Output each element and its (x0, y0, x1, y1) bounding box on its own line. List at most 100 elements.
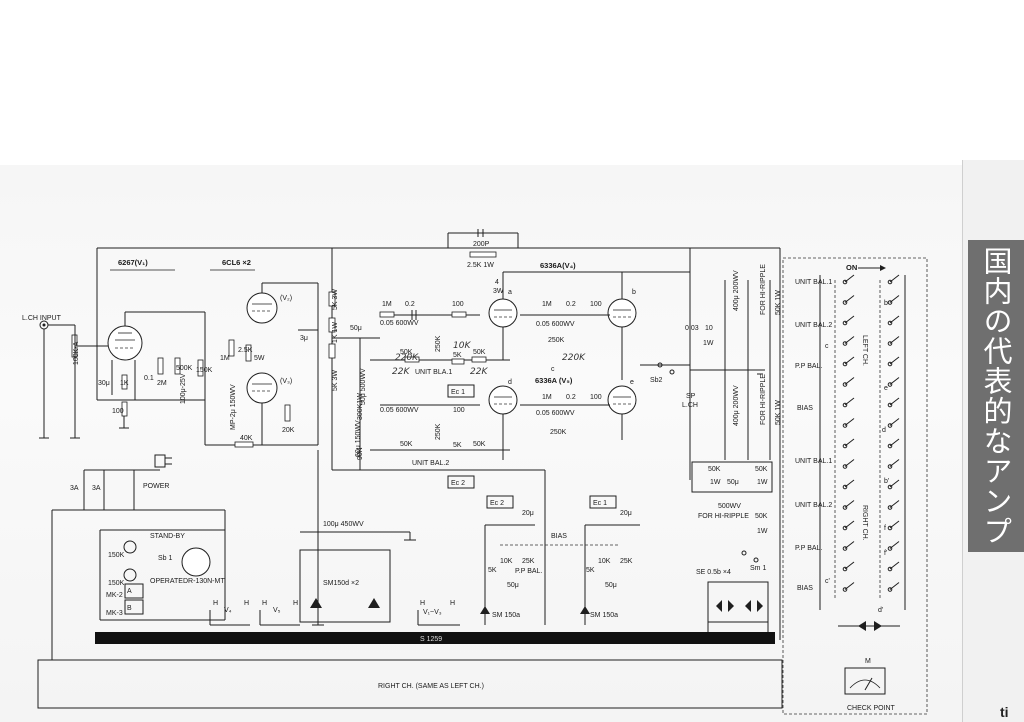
switch-blade (844, 541, 855, 549)
cp-c2-label: c' (825, 578, 830, 585)
switch-contact (842, 484, 848, 490)
switch-blade (889, 356, 900, 365)
tube-v2 (246, 292, 278, 324)
switch-contact (887, 464, 893, 469)
r25k-b-label: 25K (620, 558, 633, 565)
r1w-d-label: 1W (757, 479, 768, 486)
cp-b-label: b (884, 300, 888, 307)
h1-label: H (213, 600, 218, 607)
switch-blade (844, 479, 855, 488)
switch-contact (887, 525, 893, 531)
ground-rail: S 1259 (95, 632, 775, 644)
operate-label: OPERATE (150, 578, 183, 585)
h5-label: H (420, 600, 425, 607)
unit-bal2-label: UNIT BAL.2 (795, 322, 832, 329)
switch-contact (887, 320, 893, 326)
sm150dx2-label: SM150d ×2 (323, 580, 359, 587)
hw-22k-a: 22K (392, 367, 410, 377)
switch-blade (844, 520, 855, 529)
c005d-label: 0.05 600WV (380, 407, 419, 414)
switch-blade (844, 315, 855, 324)
sm150a-a-label: SM 150a (492, 612, 520, 619)
node-e-label: e (630, 379, 634, 386)
r150k-label: 150K (196, 367, 213, 374)
switch-contact (842, 505, 848, 510)
r1m-b-label: 1M (382, 301, 392, 308)
switch-blade (844, 582, 855, 590)
right-ch-label: RIGHT CH. (SAME AS LEFT CH.) (378, 683, 484, 690)
bias-r-label: BIAS (797, 405, 813, 412)
tube-v3 (246, 372, 278, 404)
on-label: ON (846, 263, 857, 272)
switch-contact (842, 587, 848, 592)
switch-blade (844, 377, 855, 385)
bias-label: BIAS (551, 533, 567, 540)
v3-label: (V₃) (280, 378, 292, 385)
r5k3w-label: 5K 3W (332, 289, 339, 310)
switch-blade (889, 500, 900, 508)
node-d-label: d (508, 379, 512, 386)
r50k-a-label: 50K (400, 349, 413, 356)
switch-blade (889, 438, 900, 447)
switch-contact (887, 587, 893, 592)
h2-label: H (244, 600, 249, 607)
grid-network-upper: 1M 0.2 0.05 600WV 100 50K 250K 5K 50K UN… (370, 301, 510, 398)
output-tubes-upper: 6336A(V₄) 4 3W a b 1M 0.2 0.05 600WV 250… (488, 261, 690, 380)
switch-contact (842, 341, 848, 346)
mk3-label: MK-3 (106, 610, 123, 617)
cp-c-label: c (825, 343, 829, 350)
c500u-label: 500WV (718, 503, 741, 510)
node-c-label: c (551, 366, 555, 373)
cp-b2-label: b' (884, 478, 889, 485)
r100c-label: 100 (590, 301, 602, 308)
hw-220k-b: 220K (562, 353, 586, 363)
output-tubes-lower: 6336A (V₅) d e 1M 0.2 0.05 600WV 100 100… (370, 376, 637, 489)
switch-blade (844, 561, 855, 570)
c400u-b-label: 400μ 200WV (733, 385, 740, 426)
c50u-c-label: 50μ (507, 582, 519, 589)
switch-contact (887, 566, 893, 572)
tube-v4a (488, 298, 518, 328)
bias-supply: Ec 2 Ec 1 20μ 20μ BIAS 10K 25K 10K 25K 5… (480, 470, 640, 625)
mp2-label: MP-2μ 150WV (230, 384, 237, 430)
sm150a-b-label: SM 150a (590, 612, 618, 619)
r150k-b-label: 150K (108, 552, 125, 559)
switch-contact (887, 402, 893, 408)
hv-label: V₁~V₃ (423, 609, 442, 616)
switch-blade (889, 336, 900, 344)
switch-contact (887, 505, 893, 510)
mk2-label: MK-2 (106, 592, 123, 599)
c100u450-label: 100μ 450WV (323, 521, 364, 528)
r25k-a-label: 25K (522, 558, 535, 565)
unit-bal1-label: UNIT BAL.1 (795, 279, 832, 286)
r10k-b-label: 10K (598, 558, 611, 565)
r5k-b-label: 5K (453, 442, 462, 449)
mk-b-label: B (127, 605, 132, 612)
switch-blade (844, 274, 855, 283)
v1-label: 6267(V₁) (118, 258, 148, 267)
r100b-label: 100 (452, 301, 464, 308)
switch-blade (844, 500, 855, 508)
c02-label: 0.2 (405, 301, 415, 308)
r50k1w-d-label: 50K (755, 466, 768, 473)
switch-blade (844, 438, 855, 447)
chapter-side-tab: 国内の代表的なアンプ (968, 240, 1024, 552)
r4-label: 4 (495, 279, 499, 286)
meter-icon (844, 667, 886, 695)
switch-contact (842, 320, 848, 326)
switch-contact (842, 382, 848, 387)
hv5-label: V₅ (273, 607, 281, 614)
v5-label: 6336A (V₅) (535, 376, 573, 385)
r50k1w-a-label: 50K 1W (775, 290, 782, 315)
switch-blade (844, 356, 855, 365)
c50u-label: 50μ (350, 325, 362, 332)
switch-contact (842, 402, 848, 408)
switch-contact (887, 443, 893, 449)
decoupling-column: 5K 3W 1K 1W 5K 3W 50μ 50μ 500WV 60μ 150W… (328, 248, 545, 471)
r50k-d-label: 50K (473, 441, 486, 448)
c30u-label: 30μ (98, 380, 110, 387)
fuse2-label: 3A (92, 485, 101, 492)
cp-f2-label: f' (884, 550, 887, 557)
c50u500-label: 50μ 500WV (360, 368, 367, 405)
